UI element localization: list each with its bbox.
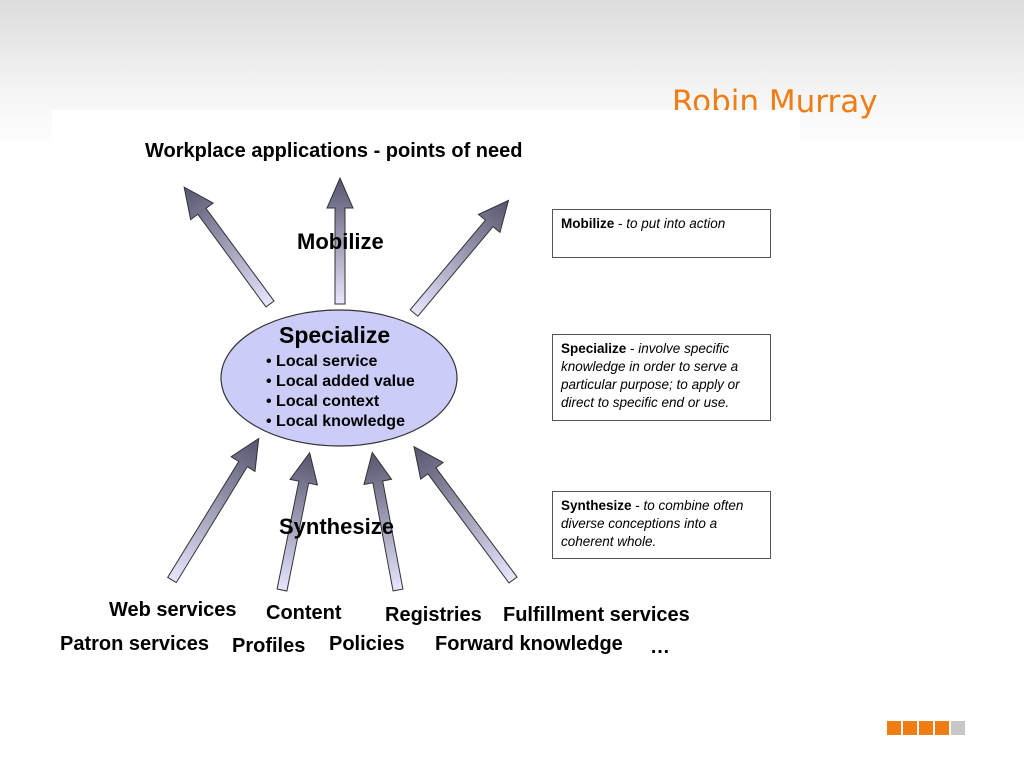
- mobilize-label: Mobilize: [297, 229, 384, 254]
- definition-mobilize-separator: -: [614, 216, 627, 231]
- nav-square-4: [935, 721, 949, 735]
- definition-mobilize-text: to put into action: [626, 216, 726, 231]
- definition-synthesize-separator: -: [631, 498, 644, 513]
- source-web-services: Web services: [109, 599, 237, 621]
- source-policies: Policies: [329, 633, 405, 655]
- nav-square-1: [887, 721, 901, 735]
- source-registries: Registries: [385, 604, 482, 626]
- mobilize-arrow-center: [326, 176, 354, 305]
- mobilize-arrow-right: [409, 199, 510, 317]
- specialize-title: Specialize: [279, 322, 391, 348]
- bullet-local-knowledge: Local knowledge: [266, 412, 415, 432]
- nav-square-3: [919, 721, 933, 735]
- definition-synthesize: Synthesize - to combine often diverse co…: [552, 491, 771, 559]
- definition-mobilize: Mobilize - to put into action: [552, 209, 771, 258]
- specialize-bullets: Local service Local added value Local co…: [266, 352, 415, 432]
- source-profiles: Profiles: [232, 635, 306, 657]
- bullet-local-service: Local service: [266, 352, 415, 372]
- bullet-local-context: Local context: [266, 392, 415, 412]
- definition-specialize: Specialize - involve specific knowledge …: [552, 334, 771, 421]
- definition-specialize-separator: -: [626, 341, 639, 356]
- definition-synthesize-text: to combine often diverse conceptions int…: [561, 498, 744, 549]
- source-content: Content: [266, 602, 342, 624]
- synthesize-arrow-1: [167, 437, 260, 584]
- source-forward-knowledge: Forward knowledge: [435, 633, 623, 655]
- definition-specialize-term: Specialize: [561, 341, 627, 356]
- definition-specialize-text: involve specific knowledge in order to s…: [561, 341, 740, 410]
- source-fulfillment-services: Fulfillment services: [503, 604, 690, 626]
- source-patron-services: Patron services: [60, 633, 209, 655]
- nav-square-2: [903, 721, 917, 735]
- definition-mobilize-term: Mobilize: [561, 216, 615, 231]
- slide-nav-indicator: [887, 721, 965, 735]
- source-ellipsis: …: [650, 636, 670, 658]
- mobilize-arrow-left: [183, 186, 275, 308]
- synthesize-arrow-3: [363, 451, 404, 592]
- synthesize-arrow-2: [276, 451, 319, 592]
- bullet-local-added-value: Local added value: [266, 372, 415, 392]
- synthesize-label: Synthesize: [279, 514, 394, 539]
- synthesize-arrow-4: [413, 445, 518, 584]
- definition-synthesize-term: Synthesize: [561, 498, 632, 513]
- nav-square-5: [951, 721, 965, 735]
- workplace-heading: Workplace applications - points of need: [145, 140, 523, 162]
